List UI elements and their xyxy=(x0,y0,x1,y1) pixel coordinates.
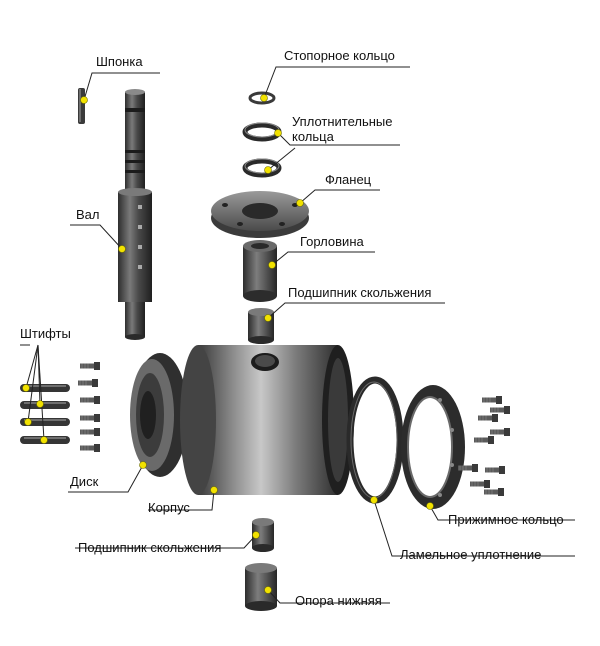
label-top-bearing: Подшипник скольжения xyxy=(288,285,432,300)
label-lamellar-seal: Ламельное уплотнение xyxy=(400,547,542,562)
neck-part xyxy=(243,240,277,302)
marker-dot-flange xyxy=(296,199,304,207)
shaft-part xyxy=(118,89,152,340)
marker-dot-pin-3 xyxy=(24,418,32,426)
right-bolts-part xyxy=(457,395,511,497)
marker-dot-shaft xyxy=(118,245,126,253)
marker-dot-pin-2 xyxy=(36,400,44,408)
label-retaining-ring: Стопорное кольцо xyxy=(284,48,395,63)
bottom-bearing-part xyxy=(252,518,274,552)
marker-dot-lamellar-seal xyxy=(370,496,378,504)
retaining-ring-part xyxy=(248,91,276,105)
left-bolts-part xyxy=(77,361,101,453)
marker-dot-pin-1 xyxy=(22,384,30,392)
label-pressure-ring: Прижимное кольцо xyxy=(448,512,564,527)
label-lower-support: Опора нижняя xyxy=(295,593,382,608)
label-body: Корпус xyxy=(148,500,190,515)
lower-support-part xyxy=(245,563,277,611)
marker-dot-o-ring-2 xyxy=(264,166,272,174)
flange-part xyxy=(211,191,309,238)
label-shponka: Шпонка xyxy=(96,54,143,69)
disk-part xyxy=(130,353,188,477)
label-neck: Горловина xyxy=(300,234,364,249)
marker-dot-pressure-ring xyxy=(426,502,434,510)
marker-dot-lower-support xyxy=(264,586,272,594)
marker-dot-retaining-ring xyxy=(260,94,268,102)
markers xyxy=(22,94,434,594)
key-part xyxy=(78,88,85,124)
pressure-ring-part xyxy=(401,385,465,509)
marker-dot-o-ring-1 xyxy=(274,129,282,137)
body-part xyxy=(180,345,354,495)
label-bottom-bearing: Подшипник скольжения xyxy=(78,540,222,555)
label-flange: Фланец xyxy=(325,172,372,187)
marker-dot-top-bearing xyxy=(264,314,272,322)
lamellar-seal-part xyxy=(346,376,404,504)
label-o-rings-line2: кольца xyxy=(292,129,334,144)
pins-part xyxy=(20,384,70,444)
marker-dot-body xyxy=(210,486,218,494)
label-pins: Штифты xyxy=(20,326,71,341)
marker-dot-pin-4 xyxy=(40,436,48,444)
marker-dot-shponka xyxy=(80,96,88,104)
marker-dot-neck xyxy=(268,261,276,269)
marker-dot-disk xyxy=(139,461,147,469)
label-disk: Диск xyxy=(70,474,99,489)
o-rings-part xyxy=(242,122,282,178)
label-o-rings-line1: Уплотнительные xyxy=(292,114,393,129)
marker-dot-bottom-bearing xyxy=(252,531,260,539)
leader-lines xyxy=(20,66,575,604)
top-bearing-part xyxy=(248,308,274,344)
label-shaft: Вал xyxy=(76,207,100,222)
